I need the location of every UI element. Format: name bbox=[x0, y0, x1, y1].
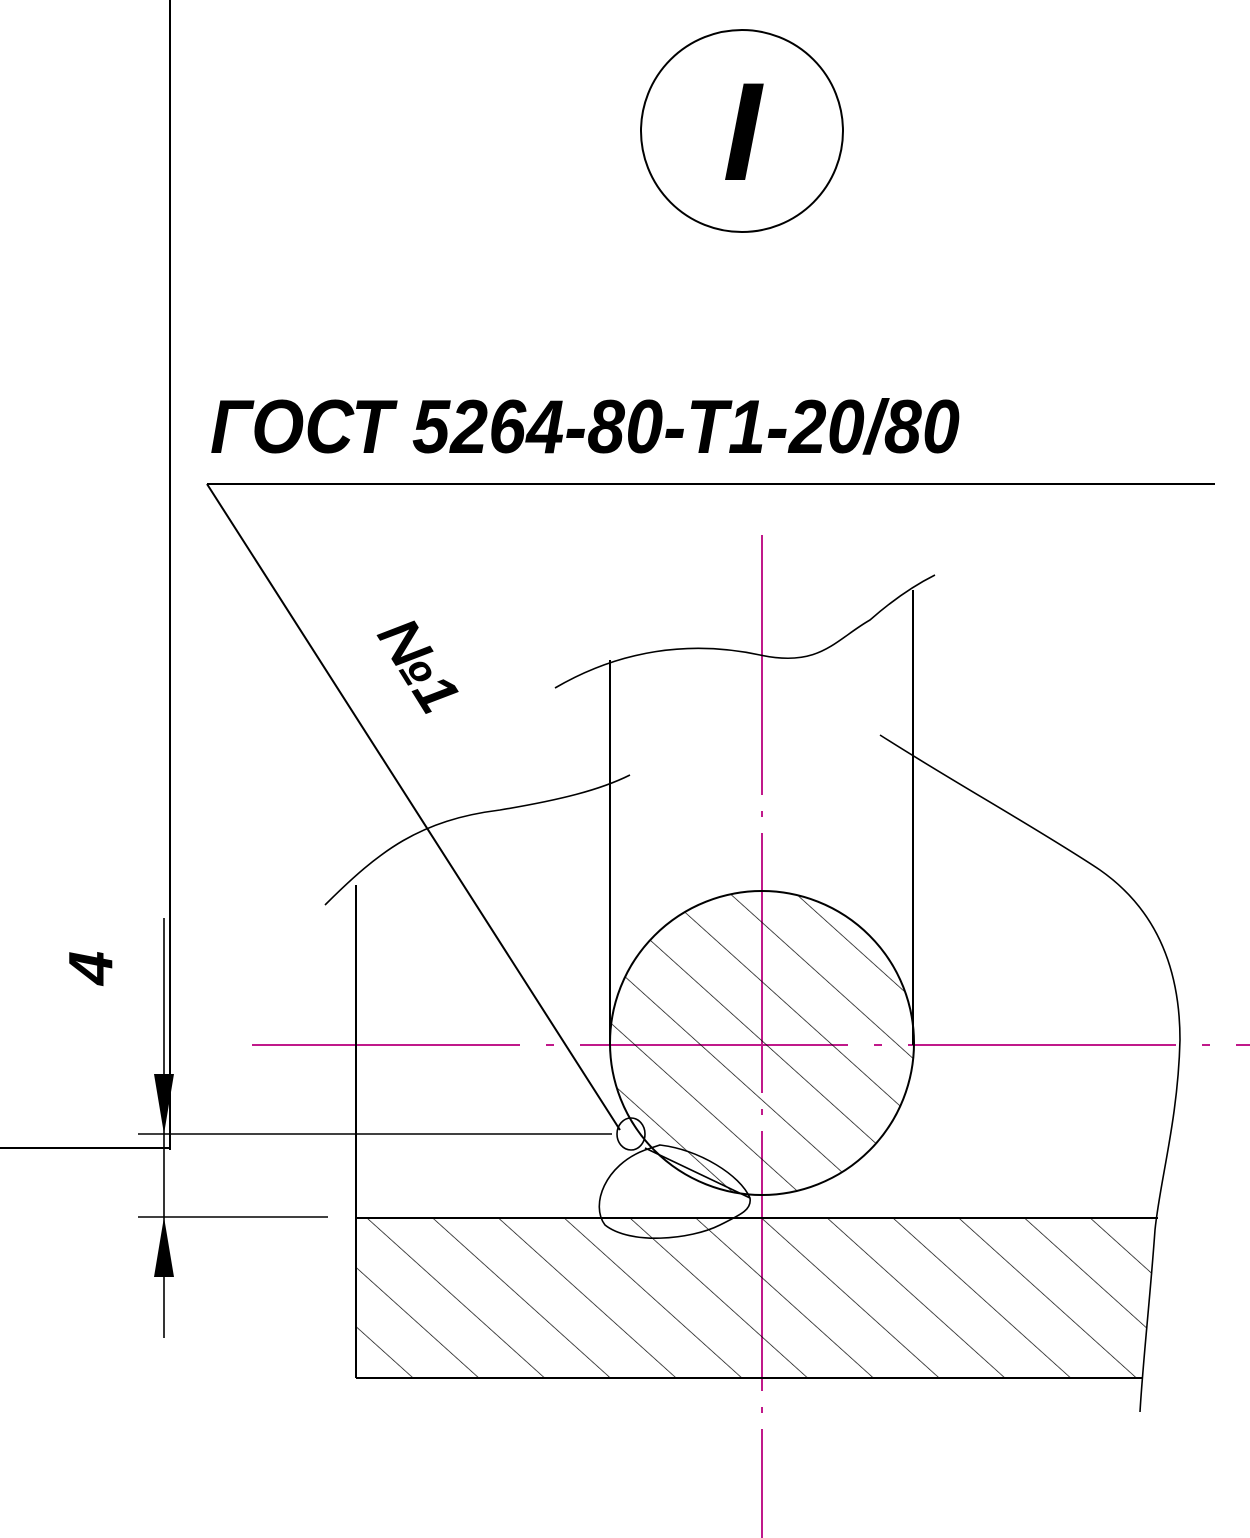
dimension-4: 4 bbox=[0, 918, 612, 1338]
weld-leader-marker bbox=[616, 1117, 646, 1151]
plate-hatch bbox=[357, 1219, 1157, 1377]
rod-section bbox=[609, 890, 915, 1196]
dimension-value: 4 bbox=[57, 951, 126, 987]
rod-section-circle bbox=[609, 890, 915, 1196]
detail-marker-label: I bbox=[723, 53, 765, 210]
weld-bead bbox=[598, 1117, 751, 1239]
detail-marker: I bbox=[640, 29, 844, 233]
leader-line bbox=[206, 483, 621, 1131]
weld-bead-fusion-line bbox=[644, 1147, 751, 1199]
rod-break-line bbox=[554, 574, 936, 689]
base-plate bbox=[324, 734, 1181, 1413]
dimension-arrow-top bbox=[154, 1074, 174, 1134]
weld-bead-outline bbox=[598, 1144, 751, 1239]
weld-symbol-text: ГОСТ 5264-80-Т1-20/80 bbox=[210, 385, 960, 470]
dimension-arrow-bottom bbox=[154, 1217, 174, 1277]
seam-number: №1 bbox=[365, 607, 472, 725]
rod-section-hatch bbox=[610, 891, 914, 1195]
plate-break-line-left bbox=[324, 774, 631, 906]
rod bbox=[554, 574, 936, 1045]
detail-marker-circle bbox=[640, 29, 844, 233]
